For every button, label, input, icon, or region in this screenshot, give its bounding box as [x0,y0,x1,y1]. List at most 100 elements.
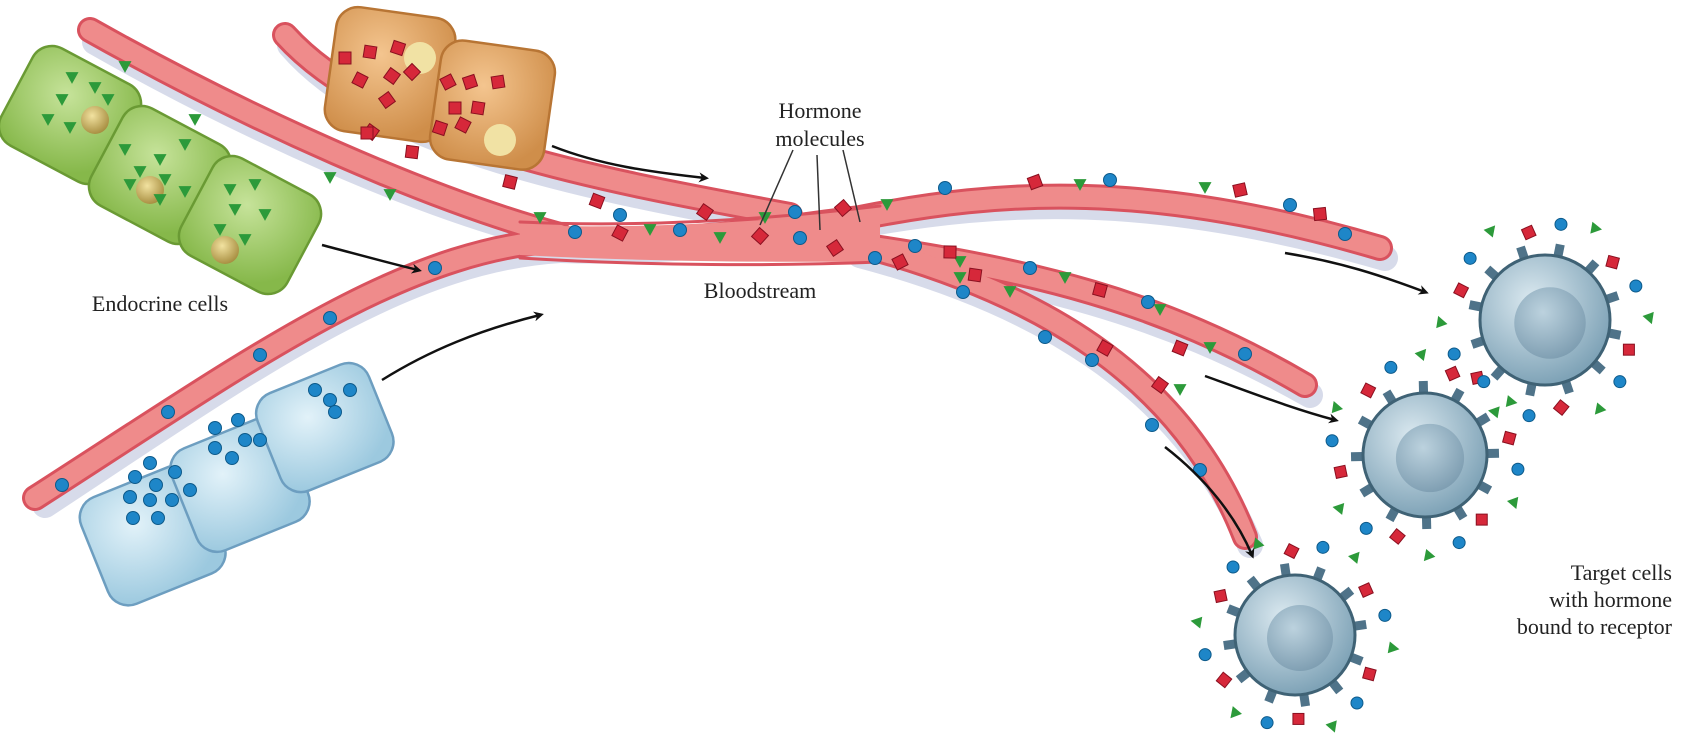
square-hormone-icon [1521,225,1536,240]
circle-hormone-icon [1086,354,1099,367]
square-hormone-icon [339,52,351,64]
circle-hormone-icon [1239,348,1252,361]
triangle-hormone-icon [1388,641,1401,655]
circle-hormone-icon [329,406,342,419]
circle-hormone-icon [254,349,267,362]
label-target-cells-line3: bound to receptor [1517,614,1673,639]
square-hormone-icon [1445,366,1460,381]
circle-hormone-icon [309,384,322,397]
circle-hormone-icon [324,394,337,407]
square-hormone-icon [1293,713,1304,724]
receptor [1594,363,1603,371]
circle-hormone-icon [1317,541,1329,553]
circle-hormone-icon [674,224,687,237]
receptor [1478,416,1488,422]
square-hormone-icon [1390,529,1405,544]
square-hormone-icon [1623,344,1634,355]
receptor [1351,657,1362,661]
square-hormone-icon [1216,672,1231,687]
receptor [1494,369,1502,378]
target-cell-nucleus [1267,605,1333,671]
circle-hormone-icon [1523,410,1535,422]
circle-hormone-icon [1024,262,1037,275]
triangle-hormone-icon [1419,549,1435,565]
receptor [1284,564,1286,576]
receptor [1566,382,1570,393]
circle-hormone-icon [1104,174,1117,187]
triangle-hormone-icon [1190,615,1203,629]
square-hormone-icon [1233,183,1247,197]
triangle-hormone-icon [1643,312,1658,326]
circle-hormone-icon [1478,376,1490,388]
receptor [1228,609,1239,613]
circle-hormone-icon [1464,252,1476,264]
circle-hormone-icon [184,484,197,497]
label-endocrine-cells: Endocrine cells [92,291,228,316]
square-hormone-icon [1503,431,1516,444]
circle-hormone-icon [150,479,163,492]
triangle-hormone-icon [1331,501,1344,515]
circle-hormone-icon [1142,296,1155,309]
triangle-hormone-icon [1348,548,1364,564]
receptor [1239,672,1248,679]
square-hormone-icon [1363,667,1376,680]
target-cell [1190,535,1401,734]
receptor [1360,420,1371,426]
triangle-hormone-icon [1174,384,1187,396]
target-cell-nucleus [1396,424,1464,492]
circle-hormone-icon [324,312,337,325]
square-hormone-icon [1313,207,1326,220]
square-hormone-icon [1359,583,1374,598]
receptor [1487,269,1496,277]
receptor [1386,392,1392,402]
target-cell-nucleus [1514,287,1586,359]
receptor [1479,485,1490,491]
target-cell [1433,218,1658,421]
circle-hormone-icon [232,414,245,427]
triangle-hormone-icon [1590,222,1603,236]
square-hormone-icon [491,75,505,89]
circle-hormone-icon [124,491,137,504]
triangle-hormone-icon [1328,399,1343,413]
square-hormone-icon [471,101,485,115]
receptor [1354,624,1366,626]
receptor [1390,509,1396,520]
circle-hormone-icon [1453,537,1465,549]
receptor [1269,691,1273,702]
label-target-cells-line2: with hormone [1549,587,1672,612]
square-hormone-icon [503,175,518,190]
circle-hormone-icon [344,384,357,397]
circle-hormone-icon [1351,697,1363,709]
label-hormone-molecules-line1: Hormone [778,98,861,123]
triangle-hormone-icon [1415,345,1431,361]
square-hormone-icon [1334,465,1347,478]
circle-hormone-icon [129,471,142,484]
receptor [1317,568,1321,579]
circle-hormone-icon [152,512,165,525]
circle-hormone-icon [429,262,442,275]
triangle-hormone-icon [1506,395,1519,409]
square-hormone-icon [1361,383,1376,398]
circle-hormone-icon [939,182,952,195]
circle-hormone-icon [144,457,157,470]
circle-hormone-icon [169,466,182,479]
square-hormone-icon [361,127,373,139]
triangle-hormone-icon [324,172,337,184]
receptor [1455,390,1461,401]
label-hormone-molecules-line2: molecules [775,126,864,151]
triangle-hormone-icon [1326,720,1341,734]
circle-hormone-icon [569,226,582,239]
circle-hormone-icon [56,479,69,492]
target-cell [1326,345,1524,565]
circle-hormone-icon [1284,199,1297,212]
circle-hormone-icon [794,232,807,245]
receptor [1250,579,1257,588]
circle-hormone-icon [166,494,179,507]
circle-hormone-icon [1199,649,1211,661]
circle-hormone-icon [127,512,140,525]
receptor [1521,247,1525,258]
circle-hormone-icon [1146,419,1159,432]
triangle-hormone-icon [1433,314,1448,328]
square-hormone-icon [1093,283,1108,298]
